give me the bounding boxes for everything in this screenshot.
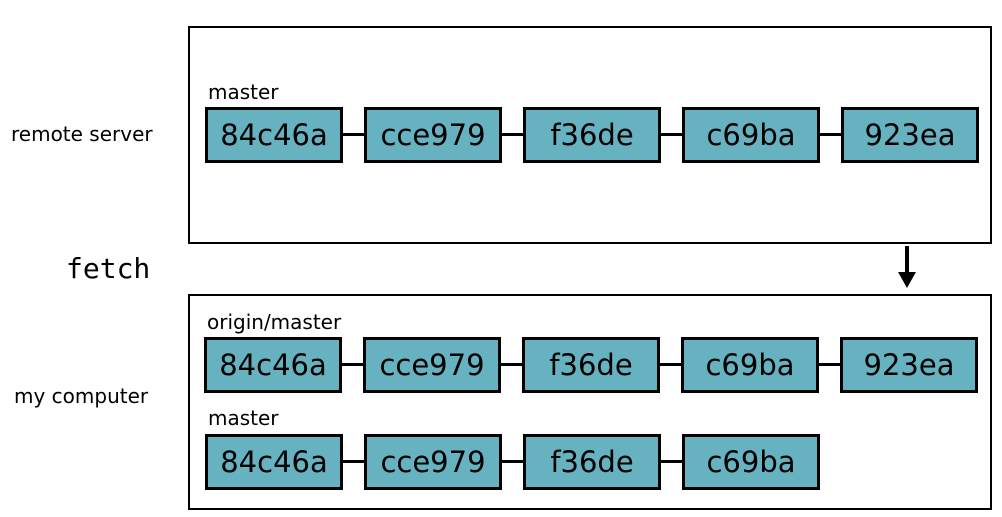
remote-commit-chain: 84c46a cce979 f36de c69ba 923ea bbox=[205, 107, 979, 163]
commit-link bbox=[656, 363, 684, 366]
commit-box: 923ea bbox=[840, 337, 978, 393]
fetch-arrow-icon bbox=[898, 246, 916, 288]
commit-box: cce979 bbox=[364, 434, 502, 490]
origin-master-commit-chain: 84c46a cce979 f36de c69ba 923ea bbox=[204, 337, 978, 393]
commit-link bbox=[339, 460, 367, 463]
commit-box: 84c46a bbox=[205, 107, 343, 163]
local-master-branch-label: master bbox=[208, 406, 279, 430]
commit-link bbox=[816, 133, 844, 136]
commit-link bbox=[498, 133, 526, 136]
local-master-commit-chain: 84c46a cce979 f36de c69ba bbox=[205, 434, 820, 490]
remote-master-branch-label: master bbox=[208, 80, 279, 104]
commit-box: cce979 bbox=[364, 107, 502, 163]
commit-box: f36de bbox=[522, 337, 660, 393]
origin-master-branch-label: origin/master bbox=[207, 310, 342, 334]
commit-link bbox=[498, 460, 526, 463]
commit-box: f36de bbox=[523, 107, 661, 163]
commit-link bbox=[339, 133, 367, 136]
remote-server-label: remote server bbox=[11, 122, 153, 146]
commit-link bbox=[657, 133, 685, 136]
commit-box: f36de bbox=[523, 434, 661, 490]
commit-link bbox=[657, 460, 685, 463]
commit-box: cce979 bbox=[363, 337, 501, 393]
commit-box: c69ba bbox=[681, 337, 819, 393]
fetch-label: fetch bbox=[66, 252, 151, 285]
commit-box: c69ba bbox=[682, 107, 820, 163]
my-computer-label: my computer bbox=[14, 384, 149, 408]
commit-box: 84c46a bbox=[205, 434, 343, 490]
commit-box: c69ba bbox=[682, 434, 820, 490]
commit-box: 923ea bbox=[841, 107, 979, 163]
commit-link bbox=[338, 363, 366, 366]
commit-box: 84c46a bbox=[204, 337, 342, 393]
commit-link bbox=[815, 363, 843, 366]
commit-link bbox=[497, 363, 525, 366]
